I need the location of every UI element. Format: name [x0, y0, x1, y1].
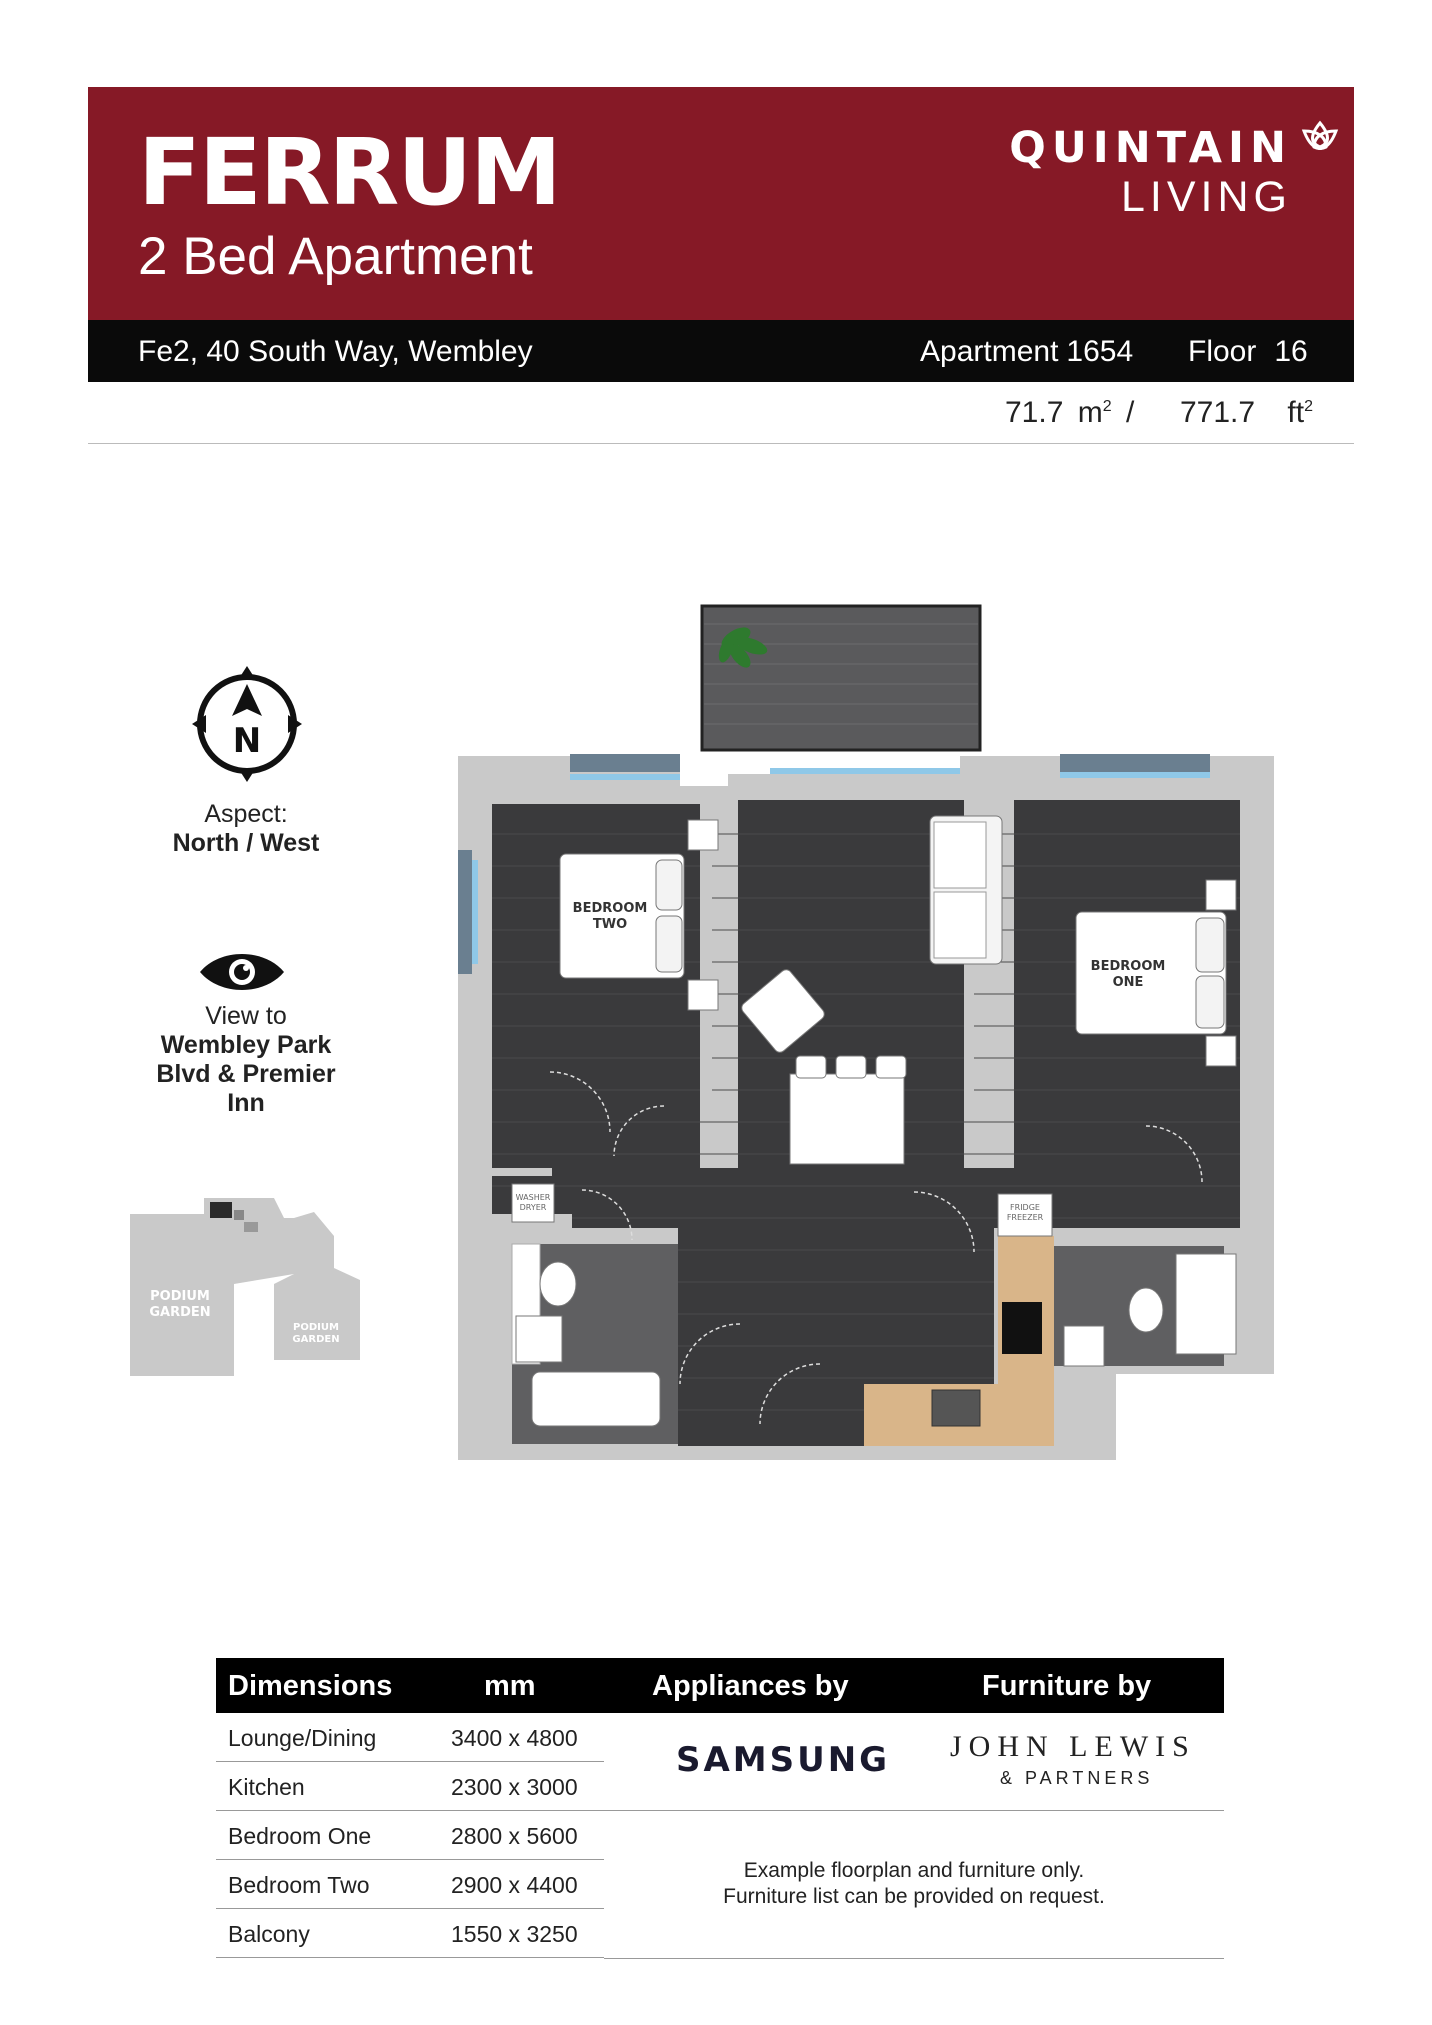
header-banner: FERRUM 2 Bed Apartment QUINTAIN LIVING: [88, 87, 1354, 320]
john-lewis-logo: JOHN LEWIS: [950, 1730, 1196, 1763]
header-mm: mm: [484, 1670, 536, 1702]
table-row: Bedroom One 2800 x 5600: [216, 1811, 604, 1860]
view-label: View to: [205, 1002, 287, 1030]
bedroom-one-label-1: BEDROOM: [1091, 959, 1166, 974]
basin-icon: [515, 1315, 563, 1363]
room-name: Lounge/Dining: [228, 1725, 377, 1751]
fridge-freezer: [997, 1193, 1053, 1237]
area-sqft-sup: 2: [1304, 398, 1313, 415]
samsung-logo: SAMSUNG: [676, 1740, 891, 1780]
disclaimer-line-2: Furniture list can be provided on reques…: [723, 1885, 1105, 1908]
floor-info: Floor 16: [1188, 335, 1326, 369]
view-line-2: Blvd & Premier: [156, 1060, 336, 1088]
area-sqft-unit: ft: [1287, 396, 1305, 429]
building-name: FERRUM: [138, 119, 562, 226]
header-divider: [88, 443, 1354, 444]
aspect-label: Aspect:: [204, 800, 288, 828]
brand-divider: [604, 1810, 1224, 1811]
bathtub-icon: [531, 1371, 661, 1427]
dining-table: [789, 1055, 907, 1165]
ensuite-basin-icon: [1063, 1325, 1105, 1367]
header-dimensions: Dimensions: [228, 1670, 393, 1702]
armchair: [741, 969, 825, 1053]
fridge-label-2: FREEZER: [1007, 1213, 1044, 1222]
room-size: 2800 x 5600: [451, 1823, 578, 1849]
bedroom-two-label-1: BEDROOM: [573, 901, 648, 916]
fridge-label-1: FRIDGE: [1010, 1203, 1040, 1212]
area-separator: /: [1125, 396, 1135, 429]
room-size: 1550 x 3250: [451, 1921, 578, 1947]
room-size: 2300 x 3000: [451, 1774, 578, 1800]
area-sqm-unit: m: [1077, 396, 1103, 429]
disclaimer-line-1: Example floorplan and furniture only.: [743, 1859, 1085, 1882]
address: Fe2, 40 South Way, Wembley: [138, 335, 533, 368]
room-size: 3400 x 4800: [451, 1725, 578, 1751]
area-sqm-value: 71.7: [1005, 396, 1064, 429]
view-line-1: Wembley Park: [160, 1031, 332, 1059]
washer-label-2: DRYER: [520, 1203, 547, 1212]
bedroom-two-label-2: TWO: [593, 917, 627, 932]
header-furniture: Furniture by: [982, 1670, 1152, 1702]
room-name: Bedroom One: [228, 1823, 372, 1849]
hallway-floor: [492, 1168, 1240, 1228]
room-size: 2900 x 4400: [451, 1872, 578, 1898]
table-row: Balcony 1550 x 3250: [216, 1909, 604, 1958]
trinity-knot-icon: [1301, 120, 1339, 150]
apartment-type: 2 Bed Apartment: [138, 227, 533, 286]
view-line-3: Inn: [227, 1089, 265, 1117]
table-row: Kitchen 2300 x 3000: [216, 1762, 604, 1811]
table-row: Bedroom Two 2900 x 4400: [216, 1860, 604, 1909]
sofa: [929, 815, 1003, 965]
floor-label: Floor: [1188, 335, 1257, 368]
sink-icon: [931, 1389, 981, 1427]
area-sqm: 71.7 m2 /: [1005, 396, 1134, 430]
area-sqm-sup: 2: [1102, 398, 1112, 415]
room-name: Kitchen: [228, 1774, 305, 1800]
room-name: Balcony: [228, 1921, 310, 1947]
ensuite-toilet-icon: [1128, 1287, 1164, 1333]
area-sqft-value: 771.7: [1180, 396, 1256, 429]
john-lewis-partners: & PARTNERS: [1000, 1768, 1154, 1788]
brand-name-bottom: LIVING: [1121, 173, 1292, 221]
apartment-label: Apartment: [920, 335, 1059, 368]
bedroom-one-label-2: ONE: [1113, 975, 1144, 990]
eye-icon: [200, 954, 284, 990]
windows: [472, 768, 1210, 964]
toilet-icon: [539, 1261, 577, 1307]
floor-number: 16: [1274, 335, 1308, 368]
washer-label-1: WASHER: [516, 1193, 551, 1202]
compass-letter: N: [233, 721, 261, 761]
quintain-living-logo: QUINTAIN LIVING: [1009, 120, 1339, 221]
apartment-number: 1654: [1066, 335, 1134, 368]
north-compass-icon: N: [192, 666, 302, 782]
area-sqft: 771.7 ft2: [1180, 396, 1313, 430]
plant-icon: [718, 627, 768, 668]
header-appliances: Appliances by: [652, 1670, 849, 1702]
shower-icon: [1175, 1253, 1237, 1355]
room-name: Bedroom Two: [228, 1872, 370, 1898]
table-header: Dimensions mm Appliances by Furniture by: [216, 1658, 1224, 1713]
hob-icon: [1002, 1302, 1042, 1354]
table-row: Lounge/Dining 3400 x 4800: [216, 1713, 604, 1762]
aspect-value: North / West: [172, 829, 320, 857]
brand-name-top: QUINTAIN: [1009, 123, 1292, 173]
table-bottom-rule: [604, 1958, 1224, 1959]
